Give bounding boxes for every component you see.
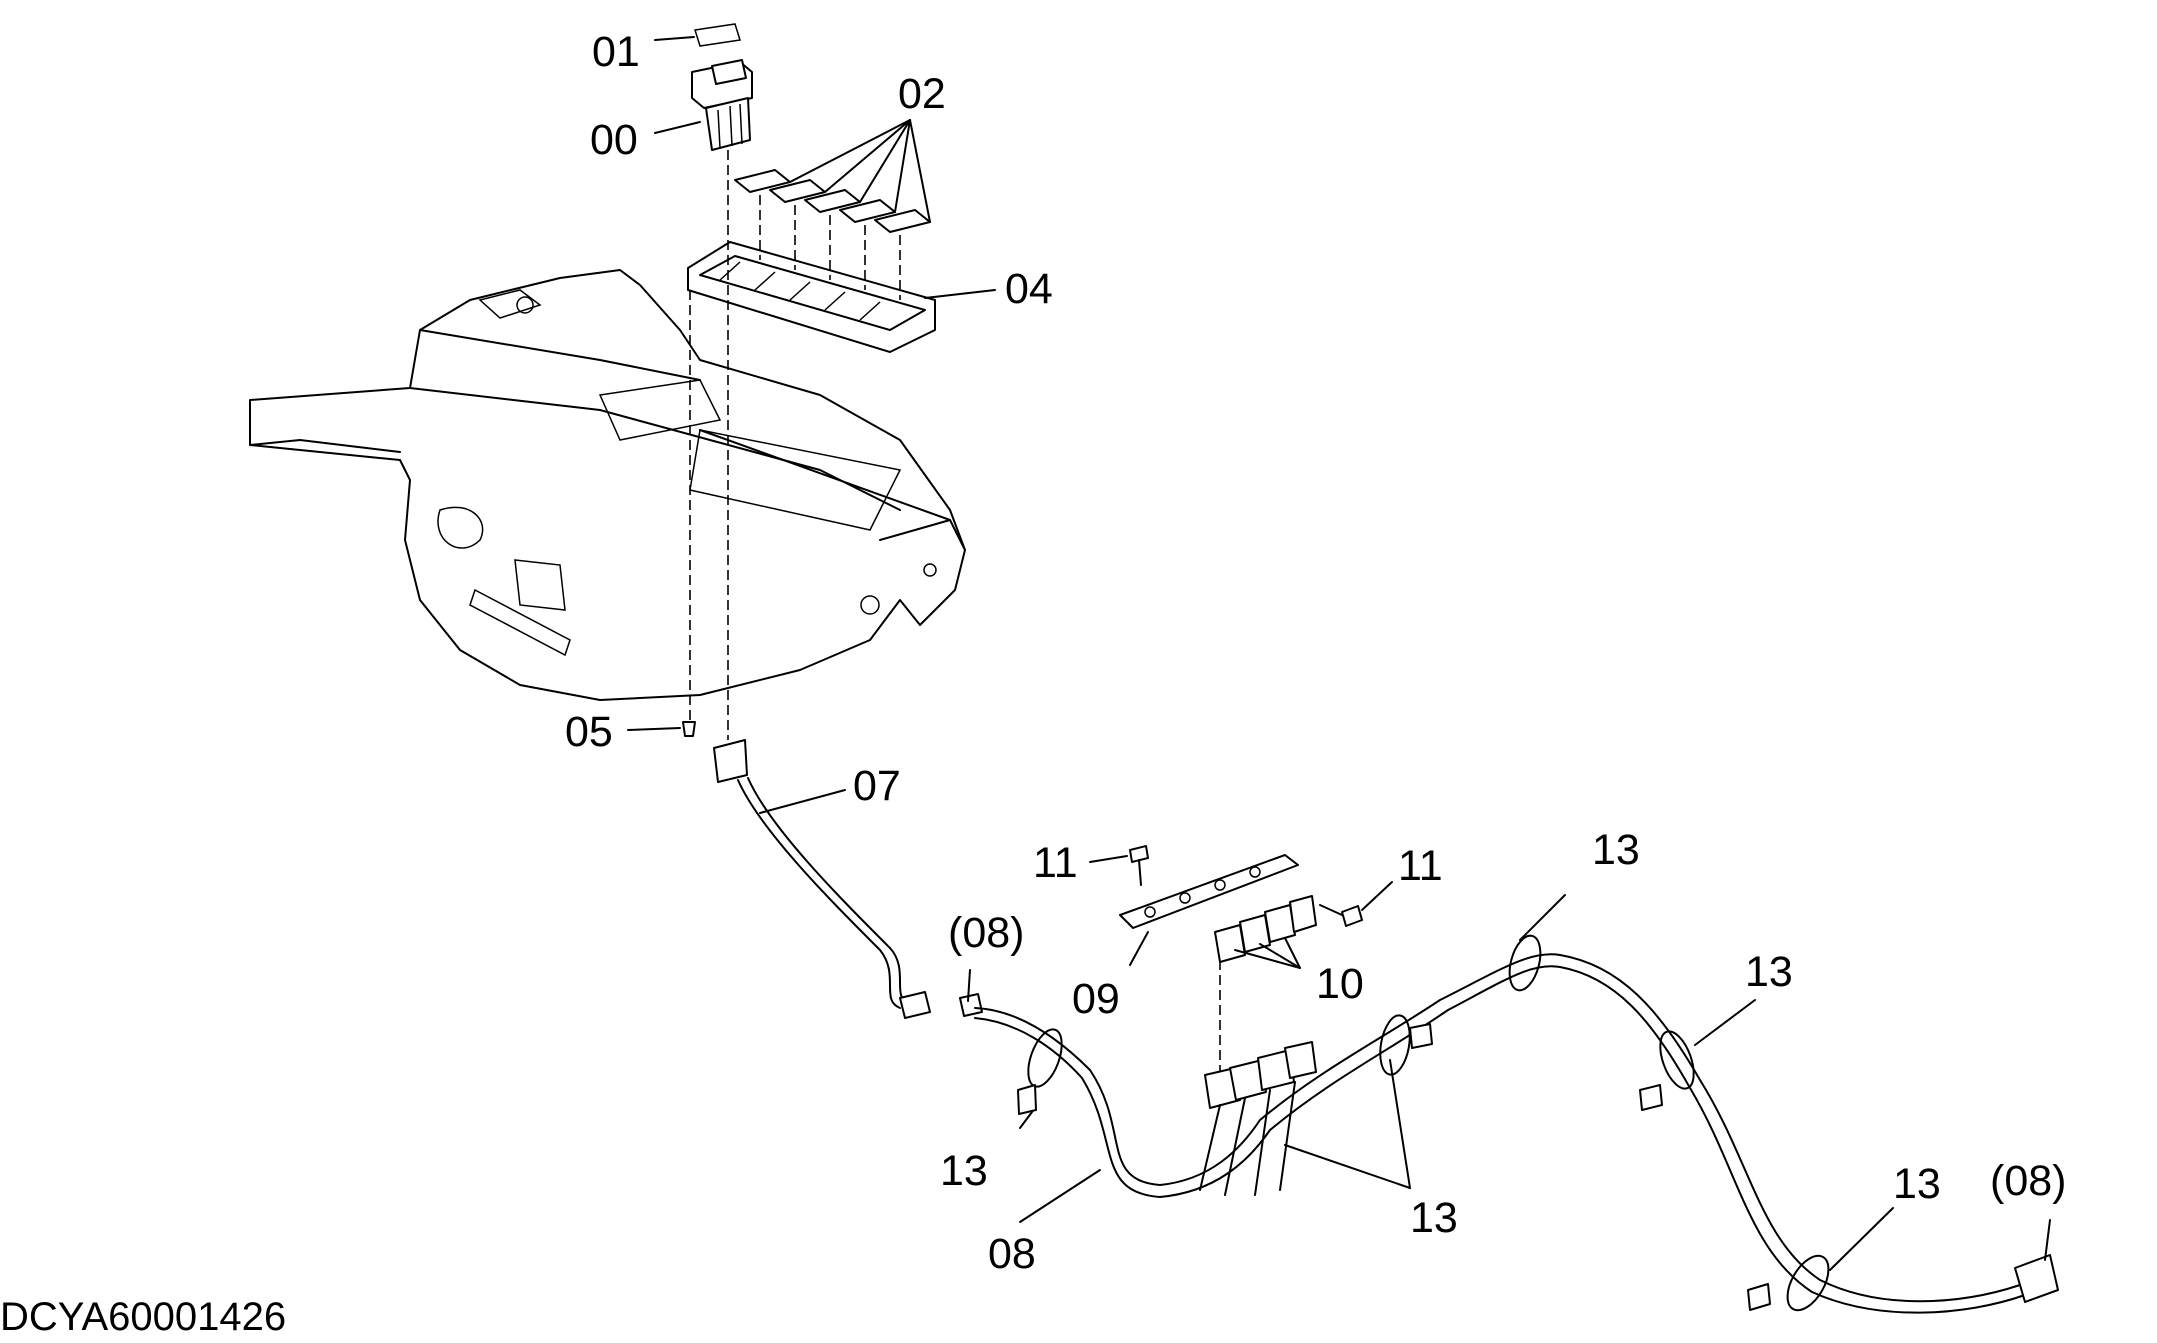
label-sticker-part [654,23,741,47]
relays-part [1214,895,1317,969]
callout-05: 05 [565,708,613,756]
callout-13-far-right: 13 [1893,1160,1941,1208]
bolts-part [1089,845,1393,927]
callout-04: 04 [1005,265,1053,313]
callout-11-right: 11 [1398,842,1443,890]
callout-08-ref-left: (08) [948,909,1024,957]
callout-08: 08 [988,1230,1036,1278]
console-cover [249,269,966,701]
callout-08-ref-right: (08) [1990,1157,2066,1205]
assembly-guide-lines [689,150,1221,1075]
callout-09: 09 [1072,975,1120,1023]
callout-02: 02 [898,70,946,118]
callout-13-right: 13 [1745,948,1793,996]
harness-07-part [713,739,931,1019]
switch-part [654,59,753,151]
switch-panel-part [687,241,996,353]
clamps-13-part [1017,894,1894,1312]
callout-07: 07 [853,762,901,810]
callout-10: 10 [1316,960,1364,1008]
callout-00: 00 [590,116,638,164]
harness-08-part [959,953,2059,1314]
bracket-part [1119,854,1299,966]
callout-labels: 01 00 02 04 05 07 (08) 11 11 09 10 13 13… [565,28,2066,1278]
callout-13-left: 13 [940,1147,988,1195]
screw-part [627,721,696,737]
callout-13-top: 13 [1592,826,1640,874]
callout-11-left: 11 [1033,839,1078,887]
drawing-number: DCYA60001426 [0,1295,286,1339]
callout-13-bottom: 13 [1410,1194,1458,1242]
callout-01: 01 [592,28,640,76]
blank-caps-part [734,119,931,233]
